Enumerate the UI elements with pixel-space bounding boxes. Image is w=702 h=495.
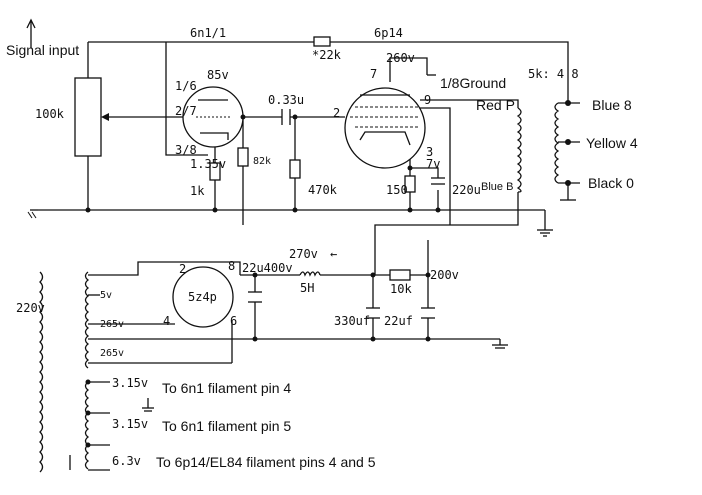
label-82k: 82k (253, 156, 271, 167)
label-rp2: 2 (179, 262, 186, 276)
label-pin38: 3/8 (175, 143, 197, 157)
label-1k: 1k (190, 184, 205, 198)
label-5v: 5v (100, 290, 112, 301)
label-315v-b: 3.15v (112, 417, 148, 431)
label-blue8: Blue 8 (592, 97, 632, 113)
capacitor-033u (281, 109, 291, 125)
label-xfmr: 5k: 4 8 (528, 67, 579, 81)
arrow-left-icon: ← (330, 247, 337, 261)
label-5h: 5H (300, 281, 314, 295)
capacitor-22u400v (248, 291, 262, 303)
label-85v: 85v (207, 68, 229, 82)
label-22uf: 22uf (384, 314, 413, 328)
resistor-22k (313, 36, 331, 47)
output-transformer (516, 102, 560, 193)
resistor-1k (209, 162, 221, 181)
label-blue-b: Blue B (481, 181, 513, 193)
label-pin9: 9 (424, 93, 431, 107)
label-200v: 200v (430, 268, 459, 282)
label-black0: Black 0 (588, 175, 634, 191)
label-yellow4: Yellow 4 (586, 135, 638, 151)
label-220v: 220v (16, 301, 45, 315)
label-265v-a: 265v (100, 319, 124, 330)
label-rectifier: 5z4p (188, 290, 217, 304)
junction-dots (85, 100, 571, 448)
label-470k: 470k (308, 183, 338, 197)
capacitor-220u (431, 177, 445, 185)
label-rp4: 4 (163, 314, 170, 328)
label-pin27: 2/7 (175, 104, 197, 118)
label-rp8: 8 (228, 259, 235, 273)
label-270v: 270v (289, 247, 318, 261)
label-signal-input: Signal input (6, 42, 79, 58)
label-260v: 260v (386, 51, 415, 65)
label-150: 150 (386, 183, 408, 197)
capacitor-330uf (366, 307, 380, 319)
label-red-p: Red P (476, 97, 515, 113)
label-ground: 1/8Ground (440, 75, 506, 91)
label-pin3: 3 (426, 145, 433, 159)
label-tube1: 6n1/1 (190, 26, 226, 40)
label-fil3: To 6p14/EL84 filament pins 4 and 5 (156, 454, 376, 470)
label-pin2: 2 (333, 106, 340, 120)
label-033u: 0.33u (268, 93, 304, 107)
potentiometer-100k (74, 77, 109, 157)
label-rp6: 6 (230, 314, 237, 328)
tube-6p14 (344, 87, 426, 169)
label-330uf: 330uf (334, 314, 370, 328)
supply-wires (88, 240, 508, 471)
label-fil1: To 6n1 filament pin 4 (162, 380, 291, 396)
resistor-470k (289, 159, 301, 179)
tube-6n1 (182, 86, 244, 148)
capacitor-22uf (421, 307, 435, 319)
label-tube2: 6p14 (374, 26, 403, 40)
label-22u400v: 22u400v (242, 261, 293, 275)
label-pin16: 1/6 (175, 79, 197, 93)
label-63v: 6.3v (112, 454, 141, 468)
label-7v: 7v (426, 157, 440, 171)
rectifier-5z4p (172, 266, 234, 328)
resistor-150 (404, 175, 416, 193)
label-220u: 220u (452, 183, 481, 197)
label-265v-b: 265v (100, 348, 124, 359)
resistor-82k (237, 147, 249, 167)
label-r22k: *22k (312, 48, 342, 62)
choke-5h (299, 271, 321, 277)
label-fil2: To 6n1 filament pin 5 (162, 418, 291, 434)
label-pot: 100k (35, 107, 65, 121)
power-transformer (39, 271, 90, 473)
label-135v: 1.35v (190, 157, 226, 171)
label-315v-a: 3.15v (112, 376, 148, 390)
label-10k: 10k (390, 282, 412, 296)
signal-wires (26, 18, 580, 275)
resistor-10k (389, 269, 411, 281)
label-pin7: 7 (370, 67, 377, 81)
